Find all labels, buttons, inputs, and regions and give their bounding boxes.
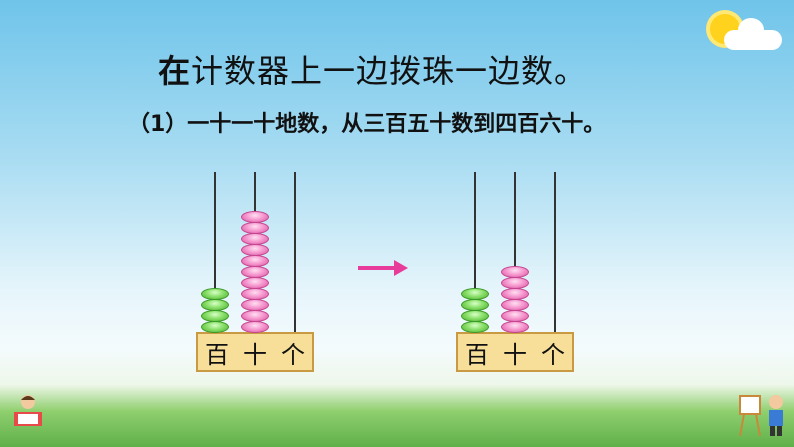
ones-rod bbox=[554, 172, 556, 332]
ones-label: 个 bbox=[541, 340, 565, 369]
abacus-right: 百 十 个 bbox=[456, 170, 576, 372]
tens-label: 十 bbox=[243, 340, 267, 369]
hundreds-bead bbox=[201, 310, 229, 322]
painting-kid-icon bbox=[739, 395, 783, 437]
ones-label: 个 bbox=[281, 340, 305, 369]
hundreds-rod bbox=[214, 172, 216, 332]
hundreds-bead bbox=[201, 299, 229, 311]
tens-bead bbox=[501, 277, 529, 289]
tens-bead bbox=[241, 277, 269, 289]
tens-bead bbox=[501, 266, 529, 278]
abacus-left: 百 十 个 bbox=[196, 170, 316, 372]
tens-bead bbox=[241, 288, 269, 300]
hundreds-bead bbox=[461, 321, 489, 333]
hundreds-rod bbox=[474, 172, 476, 332]
tens-bead bbox=[241, 222, 269, 234]
tens-label: 十 bbox=[503, 340, 527, 369]
ones-rod bbox=[294, 172, 296, 332]
subtitle: （1）一十一十地数，从三百五十数到四百六十。 bbox=[128, 112, 606, 137]
tens-bead bbox=[501, 321, 529, 333]
abacus-base: 百 十 个 bbox=[196, 332, 314, 372]
tens-rod bbox=[514, 172, 516, 332]
hundreds-label: 百 bbox=[205, 340, 229, 369]
reading-kid-icon bbox=[14, 395, 42, 426]
tens-bead bbox=[241, 255, 269, 267]
hundreds-bead bbox=[201, 321, 229, 333]
tens-bead bbox=[501, 299, 529, 311]
tens-bead bbox=[241, 211, 269, 223]
tens-bead bbox=[241, 299, 269, 311]
tens-bead bbox=[241, 266, 269, 278]
abacus-base: 百 十 个 bbox=[456, 332, 574, 372]
tens-bead bbox=[501, 288, 529, 300]
tens-bead bbox=[241, 233, 269, 245]
tens-bead bbox=[501, 310, 529, 322]
hundreds-bead bbox=[461, 310, 489, 322]
tens-bead bbox=[241, 321, 269, 333]
hundreds-bead bbox=[201, 288, 229, 300]
hundreds-label: 百 bbox=[465, 340, 489, 369]
tens-bead bbox=[241, 244, 269, 256]
hundreds-bead bbox=[461, 299, 489, 311]
slide-title: 在计数器上一边拨珠一边数。 bbox=[158, 52, 588, 90]
hundreds-bead bbox=[461, 288, 489, 300]
cloud-icon bbox=[724, 18, 782, 50]
tens-bead bbox=[241, 310, 269, 322]
